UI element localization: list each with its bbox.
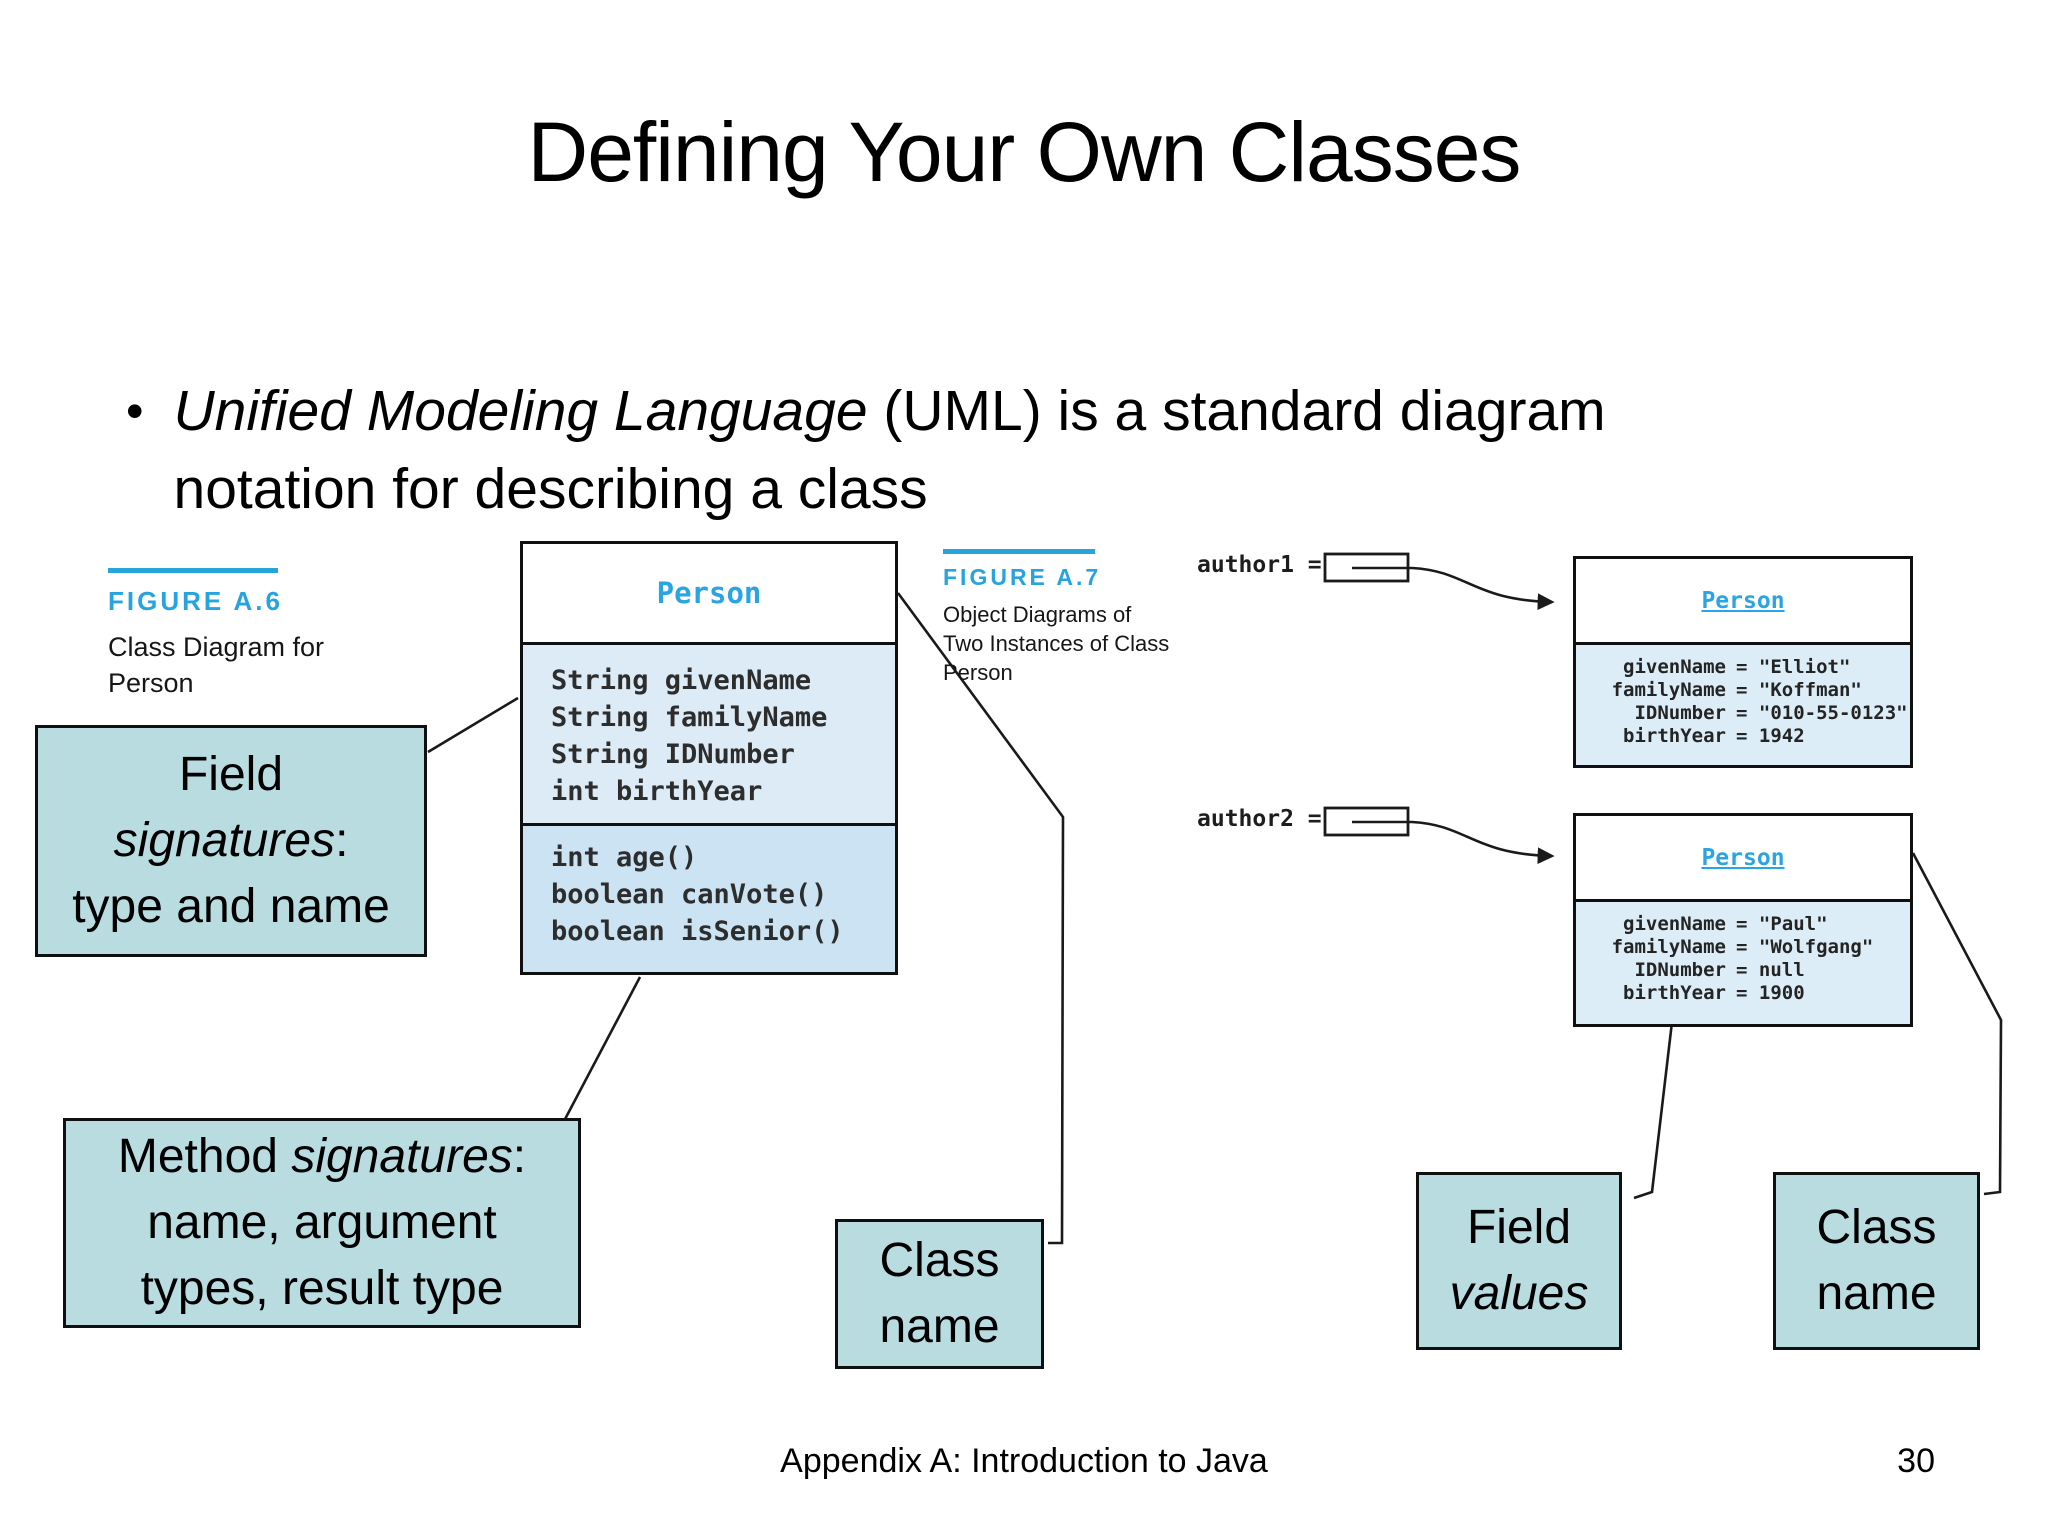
slide-title: Defining Your Own Classes bbox=[527, 105, 1522, 199]
page-number: 30 bbox=[1897, 1442, 1935, 1480]
class-name-right-connector-line bbox=[1911, 852, 2003, 1196]
object-box-author2: Person givenName = "Paul" familyName = "… bbox=[1573, 813, 1913, 1027]
uml-field: String givenName bbox=[551, 665, 812, 696]
bullet-italic-phrase: Unified Modeling Language bbox=[173, 379, 868, 443]
uml-class-box: Person String givenName String familyNam… bbox=[520, 541, 898, 975]
callout-class-name-center: Class name bbox=[835, 1219, 1044, 1369]
object-field-row: birthYear = 1942 bbox=[1623, 725, 1805, 747]
author1-variable-label: author1 = bbox=[1197, 552, 1322, 578]
author2-variable-label: author2 = bbox=[1197, 806, 1322, 832]
footer-text: Appendix A: Introduction to Java bbox=[780, 1442, 1268, 1480]
object-field-row: familyName = "Koffman" bbox=[1611, 679, 1862, 701]
class-name-center-connector-line bbox=[896, 592, 1065, 1245]
object-field-row: givenName = "Elliot" bbox=[1623, 656, 1851, 678]
bullet-marker: • bbox=[126, 383, 144, 439]
figure-a6-rule bbox=[108, 568, 278, 573]
uml-method: boolean canVote() bbox=[551, 879, 828, 910]
callout-class-name-right: Class name bbox=[1773, 1172, 1980, 1350]
method-signatures-connector-line bbox=[561, 976, 642, 1124]
field-signatures-connector-line bbox=[427, 696, 519, 754]
object2-class-name: Person bbox=[1576, 816, 1910, 902]
object-field-row: familyName = "Wolfgang" bbox=[1611, 936, 1874, 958]
callout-field-values: Field values bbox=[1416, 1172, 1622, 1350]
object-field-row: IDNumber = null bbox=[1634, 959, 1805, 981]
figure-a7-label-block: FIGURE A.7 Object Diagrams of Two Instan… bbox=[943, 549, 1193, 687]
author1-reference-box bbox=[1323, 552, 1410, 583]
callout-field-signatures: Field signatures: type and name bbox=[35, 725, 427, 957]
object-field-row: givenName = "Paul" bbox=[1623, 913, 1828, 935]
author1-pointer-arrow bbox=[1352, 566, 1555, 611]
figure-a6-caption: Class Diagram for Person bbox=[108, 632, 325, 698]
object-field-row: birthYear = 1900 bbox=[1623, 982, 1805, 1004]
uml-field: int birthYear bbox=[551, 776, 763, 807]
bullet-item: • Unified Modeling Language (UML) is a s… bbox=[126, 372, 1926, 528]
bullet-rest-line1: (UML) is a standard diagram bbox=[867, 379, 1606, 443]
figure-a6-label: FIGURE A.6 bbox=[108, 586, 283, 616]
author2-pointer-arrow bbox=[1352, 820, 1555, 865]
uml-field: String familyName bbox=[551, 702, 828, 733]
bullet-text: Unified Modeling Language (UML) is a sta… bbox=[174, 372, 1606, 528]
object1-fields: givenName = "Elliot" familyName = "Koffm… bbox=[1576, 645, 1910, 760]
figure-a7-caption: Object Diagrams of Two Instances of Clas… bbox=[943, 602, 1170, 685]
uml-class-name: Person bbox=[523, 544, 895, 645]
author2-reference-box bbox=[1323, 806, 1410, 837]
figure-a6-label-block: FIGURE A.6 Class Diagram for Person bbox=[108, 568, 338, 701]
object-box-author1: Person givenName = "Elliot" familyName =… bbox=[1573, 556, 1913, 768]
object-field-row: IDNumber = "010-55-0123" bbox=[1634, 702, 1908, 724]
figure-a7-label: FIGURE A.7 bbox=[943, 564, 1102, 590]
object2-fields: givenName = "Paul" familyName = "Wolfgan… bbox=[1576, 902, 1910, 1017]
uml-fields-compartment: String givenName String familyName Strin… bbox=[523, 645, 895, 826]
uml-method: int age() bbox=[551, 842, 698, 873]
bullet-line2: notation for describing a class bbox=[173, 457, 928, 521]
callout-method-signatures: Method signatures: name, argument types,… bbox=[63, 1118, 581, 1328]
object1-class-name: Person bbox=[1576, 559, 1910, 645]
uml-methods-compartment: int age() boolean canVote() boolean isSe… bbox=[523, 826, 895, 972]
field-values-connector-line bbox=[1633, 1021, 1674, 1200]
figure-a7-rule bbox=[943, 549, 1095, 554]
uml-field: String IDNumber bbox=[551, 739, 795, 770]
uml-method: boolean isSenior() bbox=[551, 916, 844, 947]
